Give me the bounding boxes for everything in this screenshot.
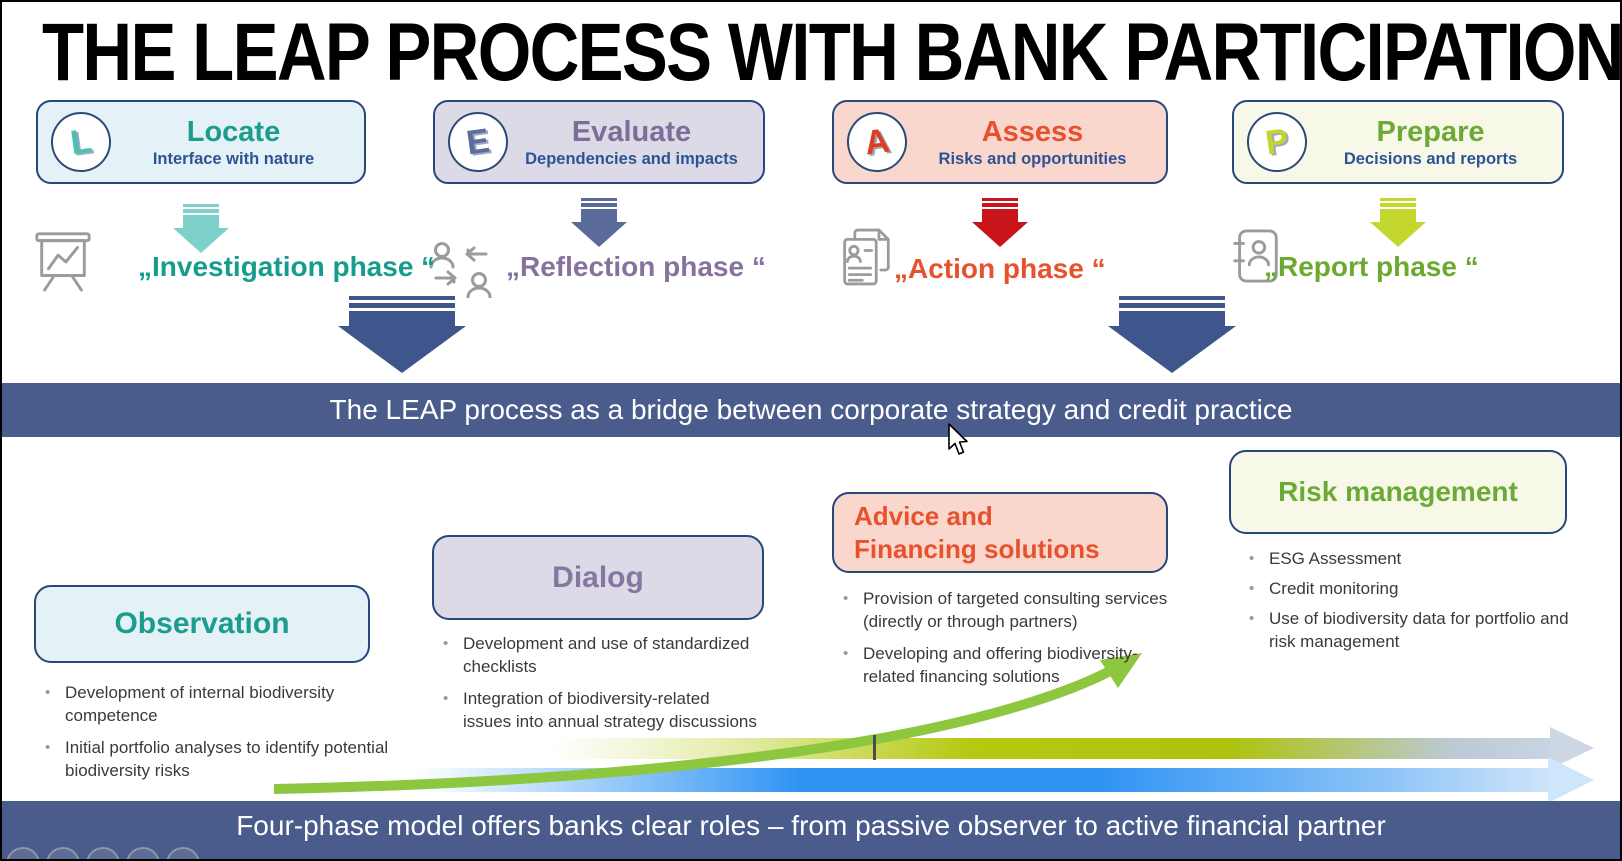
more-options-button[interactable]: ⋯ xyxy=(166,847,200,859)
down-arrow-evaluate-icon xyxy=(571,198,627,247)
observation-bullets: Development of internal biodiversity com… xyxy=(38,681,393,791)
step-subtitle: Decisions and reports xyxy=(1343,149,1518,168)
bullet-item: Developing and offering biodiversity-rel… xyxy=(836,642,1188,688)
slide-title: THE LEAP PROCESS WITH BANK PARTICIPATION xyxy=(42,7,1622,98)
documents-person-icon xyxy=(840,226,892,293)
big-down-arrow-left-icon xyxy=(338,296,466,373)
role-title: Dialog xyxy=(552,561,644,594)
presenter-controls: ‹ ✎ ⊞ ◎ ⋯ xyxy=(6,847,200,859)
step-box-assess: A Assess Risks and opportunities xyxy=(832,100,1168,184)
pen-tool-button[interactable]: ✎ xyxy=(46,847,80,859)
previous-slide-button[interactable]: ‹ xyxy=(6,847,40,859)
bullet-item: Integration of biodiversity-related issu… xyxy=(436,687,758,733)
phase-label-reflection: „Reflection phase “ xyxy=(506,251,766,282)
bullet-item: Credit monitoring xyxy=(1242,577,1576,600)
down-arrow-assess-icon xyxy=(972,198,1028,247)
step-box-locate: L Locate Interface with nature xyxy=(36,100,366,184)
bullet-item: Development of internal biodiversity com… xyxy=(38,681,393,727)
blue-gradient-arrow-bar xyxy=(417,768,1550,792)
down-arrow-prepare-icon xyxy=(1370,198,1426,247)
blue-arrowhead-icon xyxy=(1548,757,1594,803)
evaluate-letter-icon: E xyxy=(444,108,512,176)
people-exchange-icon xyxy=(428,240,494,303)
prepare-letter-icon: P xyxy=(1243,108,1311,176)
flipchart-chart-icon xyxy=(32,228,94,297)
role-title: Observation xyxy=(114,607,290,640)
mouse-cursor-icon xyxy=(946,423,970,462)
bottom-banner: Four-phase model offers banks clear role… xyxy=(2,801,1620,859)
step-box-prepare: P Prepare Decisions and reports xyxy=(1232,100,1564,184)
role-box-dialog: Dialog xyxy=(432,535,764,620)
step-title: Evaluate xyxy=(571,115,692,148)
step-title: Assess xyxy=(981,115,1084,148)
phase-label-action: „Action phase “ xyxy=(894,253,1106,284)
down-arrow-locate-icon xyxy=(173,204,229,253)
locate-letter-icon: L xyxy=(47,108,115,176)
role-title: Risk management xyxy=(1278,476,1518,507)
big-down-arrow-right-icon xyxy=(1108,296,1236,373)
role-title-line2: Financing solutions xyxy=(854,534,1100,564)
advice-bullets: Provision of targeted consulting service… xyxy=(836,587,1188,697)
role-box-observation: Observation xyxy=(34,585,370,663)
phase-label-report: „Report phase “ xyxy=(1264,251,1479,282)
step-box-evaluate: E Evaluate Dependencies and impacts xyxy=(433,100,765,184)
role-box-advice-financing: Advice and Financing solutions xyxy=(832,492,1168,573)
bullet-item: Provision of targeted consulting service… xyxy=(836,587,1188,633)
step-subtitle: Risks and opportunities xyxy=(938,149,1127,168)
step-title: Prepare xyxy=(1376,115,1485,148)
bullet-item: Use of biodiversity data for portfolio a… xyxy=(1242,607,1576,653)
dialog-bullets: Development and use of standardized chec… xyxy=(436,632,758,742)
bullet-item: ESG Assessment xyxy=(1242,547,1576,570)
timeline-tick xyxy=(873,735,876,760)
bullet-item: Initial portfolio analyses to identify p… xyxy=(38,736,393,782)
phase-label-investigation: „Investigation phase “ xyxy=(138,251,436,282)
contact-book-icon xyxy=(1230,228,1282,289)
bullet-item: Development and use of standardized chec… xyxy=(436,632,758,678)
step-subtitle: Dependencies and impacts xyxy=(525,149,738,168)
step-subtitle: Interface with nature xyxy=(152,149,315,168)
slide-grid-button[interactable]: ⊞ xyxy=(86,847,120,859)
step-title: Locate xyxy=(186,115,281,148)
risk-bullets: ESG Assessment Credit monitoring Use of … xyxy=(1242,547,1576,660)
role-box-risk-management: Risk management xyxy=(1229,450,1567,534)
role-title-line1: Advice and xyxy=(854,501,993,531)
zoom-button[interactable]: ◎ xyxy=(126,847,160,859)
bridge-banner: The LEAP process as a bridge between cor… xyxy=(2,383,1620,437)
assess-letter-icon: A xyxy=(843,108,911,176)
